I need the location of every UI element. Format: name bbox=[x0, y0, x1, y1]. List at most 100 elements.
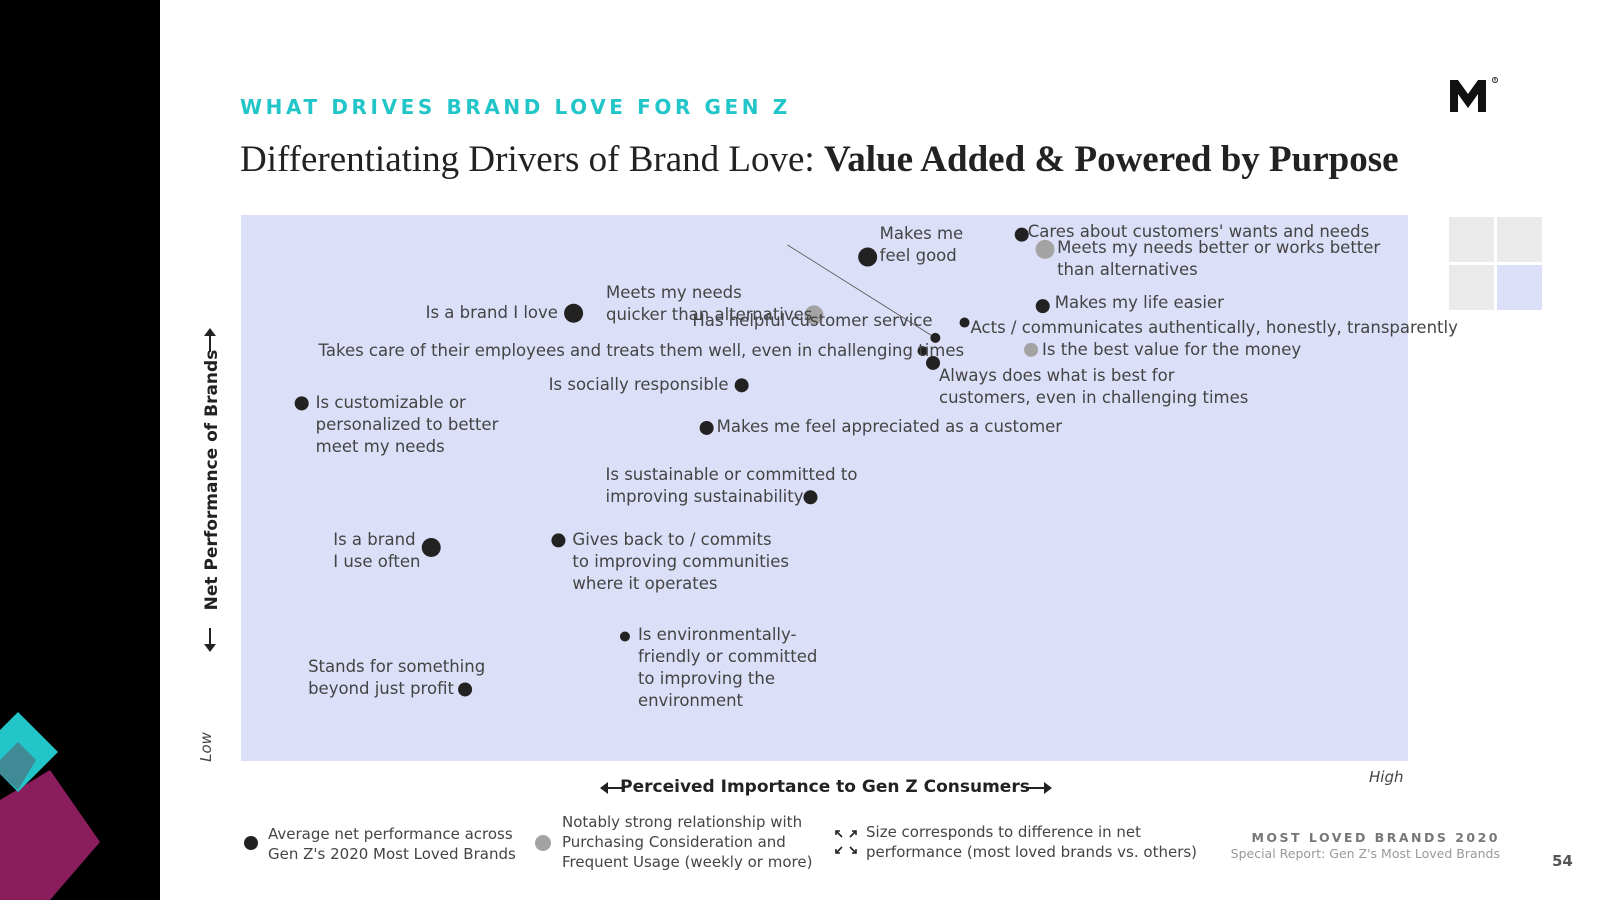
label-line: Makes me bbox=[879, 224, 964, 244]
brand-logo-icon: R bbox=[1450, 77, 1499, 112]
legend-line: Average net performance across bbox=[268, 825, 513, 843]
label-line: Is a brand I love bbox=[425, 303, 558, 323]
legend-line: Frequent Usage (weekly or more) bbox=[562, 853, 813, 871]
data-point-label: Is the best value for the money bbox=[1042, 339, 1301, 361]
data-point bbox=[421, 538, 441, 558]
data-point-label: Is socially responsible bbox=[549, 374, 729, 396]
legend-gray-dot bbox=[535, 835, 551, 851]
data-point bbox=[458, 682, 473, 697]
label-line: Takes care of their employees and treats… bbox=[318, 340, 965, 360]
label-line: improving sustainability bbox=[605, 487, 804, 507]
label-line: Is socially responsible bbox=[548, 375, 729, 395]
label-line: Is a brand bbox=[333, 529, 416, 549]
y-axis-arrows-icon bbox=[204, 328, 216, 652]
label-line: quicker than alternatives bbox=[605, 304, 813, 324]
label-line: personalized to better bbox=[315, 415, 499, 435]
title-regular: Differentiating Drivers of Brand Love: bbox=[240, 139, 824, 180]
x-axis-title: Perceived Importance to Gen Z Consumers bbox=[620, 777, 1030, 797]
label-line: Stands for something bbox=[308, 657, 486, 677]
data-point-label: Acts / communicates authentically, hones… bbox=[971, 317, 1458, 339]
grid-cell bbox=[1497, 217, 1542, 262]
data-point bbox=[858, 247, 878, 267]
data-point-label: Takes care of their employees and treats… bbox=[319, 340, 965, 362]
data-point bbox=[959, 317, 970, 328]
data-point bbox=[917, 345, 928, 356]
eyebrow-heading: WHAT DRIVES BRAND LOVE FOR GEN Z bbox=[240, 95, 791, 119]
data-point bbox=[804, 305, 824, 325]
grid-cell-active bbox=[1497, 265, 1542, 310]
data-point bbox=[1014, 227, 1029, 242]
data-point bbox=[619, 631, 630, 642]
section-grid-icon bbox=[1449, 217, 1543, 311]
data-point-label: Has helpful customer service bbox=[692, 310, 932, 332]
page-number: 54 bbox=[1552, 852, 1573, 870]
corner-decoration bbox=[0, 712, 100, 900]
label-line: beyond just profit bbox=[308, 679, 454, 699]
label-line: customers, even in challenging times bbox=[939, 387, 1249, 407]
footer-subtitle: Special Report: Gen Z's Most Loved Brand… bbox=[1230, 846, 1500, 861]
title-bold: Value Added & Powered by Purpose bbox=[823, 139, 1399, 180]
label-line: I use often bbox=[333, 551, 421, 571]
data-point-label: Makes my life easier bbox=[1055, 292, 1224, 314]
legend-size-text: Size corresponds to difference in net per… bbox=[866, 822, 1197, 862]
data-point bbox=[294, 396, 309, 411]
y-low-label: Low bbox=[196, 732, 215, 762]
expand-arrows-icon bbox=[835, 830, 857, 854]
magenta-diamond bbox=[0, 770, 100, 900]
data-point bbox=[930, 332, 941, 343]
legend-line: performance (most loved brands vs. other… bbox=[866, 843, 1198, 861]
data-point-label: Cares about customers' wants and needs bbox=[1028, 221, 1369, 243]
data-point-label: Is a brand I love bbox=[426, 302, 558, 324]
label-line: Meets my needs better or works better bbox=[1057, 238, 1381, 258]
data-point bbox=[564, 303, 584, 323]
label-line: friendly or committed bbox=[637, 646, 818, 666]
data-point-label: Makes me feel appreciated as a customer bbox=[717, 416, 1062, 438]
legend-line: Size corresponds to difference in net bbox=[866, 823, 1142, 841]
scatter-plot-svg bbox=[294, 227, 1055, 697]
label-line: Has helpful customer service bbox=[692, 310, 933, 330]
data-point bbox=[926, 355, 941, 370]
label-line: feel good bbox=[879, 246, 957, 266]
label-line: Makes me feel appreciated as a customer bbox=[716, 416, 1063, 436]
label-line: where it operates bbox=[572, 574, 718, 594]
data-point bbox=[1024, 342, 1039, 357]
legend-black-dot bbox=[244, 836, 258, 850]
label-line: Acts / communicates authentically, hones… bbox=[970, 317, 1458, 337]
y-axis-title: Net Performance of Brands bbox=[202, 349, 222, 611]
label-line: Is environmentally- bbox=[637, 624, 797, 644]
label-line: Makes my life easier bbox=[1054, 293, 1224, 313]
legend-line: Notably strong relationship with bbox=[562, 813, 803, 831]
label-line: Is the best value for the money bbox=[1042, 339, 1302, 359]
data-point bbox=[1035, 239, 1055, 259]
data-point bbox=[1035, 299, 1050, 314]
data-point bbox=[551, 533, 566, 548]
legend-line: Purchasing Consideration and bbox=[562, 833, 786, 851]
legend-line: Gen Z's 2020 Most Loved Brands bbox=[268, 845, 516, 863]
label-connector-line bbox=[787, 244, 936, 339]
label-line: Gives back to / commits bbox=[572, 530, 772, 550]
page-title: Differentiating Drivers of Brand Love: V… bbox=[240, 138, 1399, 181]
data-point bbox=[734, 378, 749, 393]
label-line: Is sustainable or committed to bbox=[605, 465, 858, 485]
data-point bbox=[699, 420, 714, 435]
label-line: Cares about customers' wants and needs bbox=[1027, 221, 1370, 241]
y-axis-label: Net Performance of Brands bbox=[192, 300, 232, 660]
x-high-label: High bbox=[1369, 768, 1404, 786]
data-point bbox=[803, 490, 818, 505]
svg-text:R: R bbox=[1494, 78, 1497, 83]
grid-cell bbox=[1449, 217, 1494, 262]
label-line: Is customizable or bbox=[315, 393, 466, 413]
label-line: to improving the bbox=[637, 668, 775, 688]
